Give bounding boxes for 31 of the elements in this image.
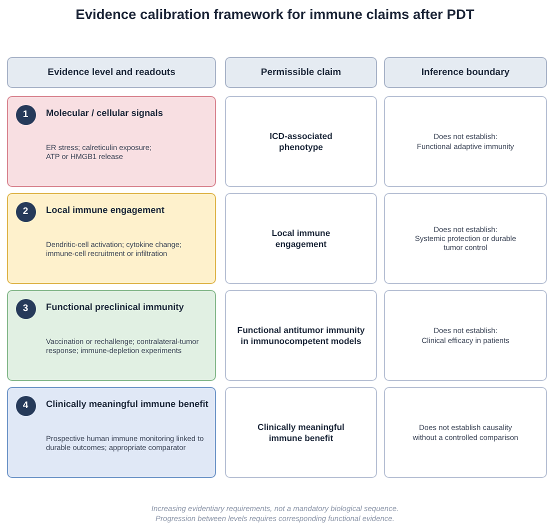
claim-panel <box>225 290 377 381</box>
claim-text: Functional antitumor immunity in immunocompetent models <box>236 325 366 346</box>
level-number-badge: 1 <box>16 104 36 124</box>
claim-text: Clinically meaningful immune benefit <box>256 422 346 443</box>
claim-text: Local immune engagement <box>270 228 332 249</box>
evidence-level-card <box>7 290 216 381</box>
evidence-level-card <box>7 96 216 187</box>
column-header-panel <box>7 57 216 88</box>
boundary-panel <box>384 387 547 478</box>
claim-panel <box>225 387 377 478</box>
level-heading: Clinically meaningful immune benefit <box>46 398 208 410</box>
claim-text: ICD-associated phenotype <box>268 131 334 152</box>
boundary-panel <box>384 193 547 284</box>
column-heading: Permissible claim <box>260 67 342 78</box>
boundary-panel <box>384 96 547 187</box>
boundary-panel <box>384 290 547 381</box>
level-heading: Local immune engagement <box>46 204 164 216</box>
level-number-badge: 4 <box>16 396 36 416</box>
claim-panel <box>225 193 377 284</box>
evidence-level-card <box>7 193 216 284</box>
column-heading: Inference boundary <box>421 67 510 78</box>
evidence-level-card <box>7 387 216 478</box>
diagram-title: Evidence calibration framework for immune claims after PDT <box>76 6 474 23</box>
column-heading: Evidence level and readouts <box>48 67 176 78</box>
column-header-panel <box>225 57 377 88</box>
column-header-panel <box>384 57 547 88</box>
level-heading: Molecular / cellular signals <box>46 108 163 118</box>
level-number-badge: 2 <box>16 202 36 222</box>
level-number-badge: 3 <box>16 298 36 318</box>
claim-panel <box>225 96 377 187</box>
level-heading: Functional preclinical immunity <box>46 302 184 312</box>
